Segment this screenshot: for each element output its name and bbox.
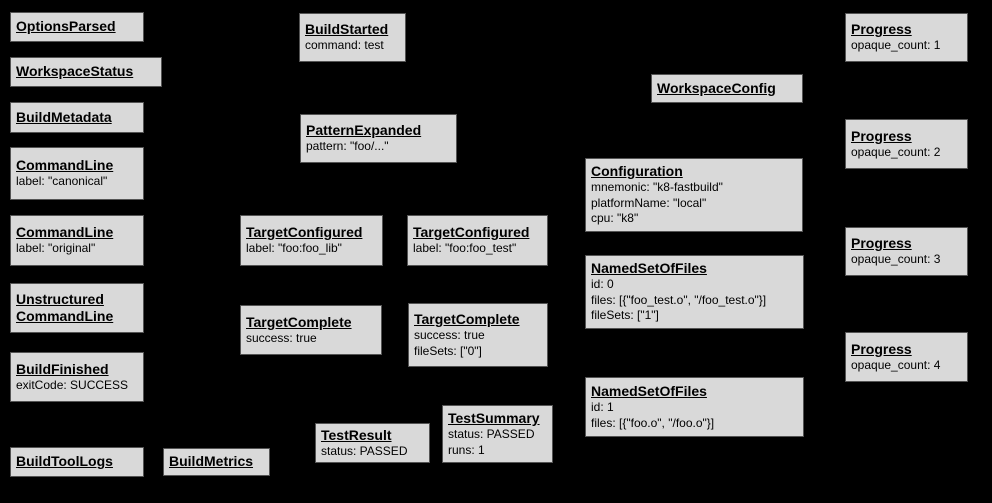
node-title: TargetConfigured bbox=[413, 224, 530, 241]
node-title: OptionsParsed bbox=[16, 18, 116, 35]
node-field: files: [{"foo.o", "/foo.o"}] bbox=[591, 415, 715, 430]
node-target-configured-foo-test: TargetConfigured label: "foo:foo_test" bbox=[407, 215, 548, 266]
node-field: id: 1 bbox=[591, 399, 614, 414]
node-title: BuildMetadata bbox=[16, 108, 112, 125]
node-title: CommandLine bbox=[16, 157, 114, 174]
node-title: NamedSetOfFiles bbox=[591, 382, 707, 399]
node-field: files: [{"foo_test.o", "/foo_test.o"}] bbox=[591, 292, 767, 307]
node-test-summary: TestSummary status: PASSED runs: 1 bbox=[442, 405, 553, 463]
node-field: mnemonic: "k8-fastbuild" bbox=[591, 180, 723, 195]
node-configuration: Configuration mnemonic: "k8-fastbuild" p… bbox=[585, 158, 803, 232]
node-workspace-config: WorkspaceConfig bbox=[651, 74, 803, 103]
node-options-parsed: OptionsParsed bbox=[10, 12, 144, 42]
node-pattern-expanded: PatternExpanded pattern: "foo/..." bbox=[300, 114, 457, 163]
node-field: label: "original" bbox=[16, 241, 96, 256]
node-target-complete-foo-lib: TargetComplete success: true bbox=[240, 305, 382, 355]
node-title: Configuration bbox=[591, 163, 683, 180]
node-title: Progress bbox=[851, 340, 912, 357]
node-title: Unstructured CommandLine bbox=[16, 290, 114, 324]
node-field: pattern: "foo/..." bbox=[306, 139, 389, 154]
node-title: TargetConfigured bbox=[246, 224, 363, 241]
node-field: fileSets: ["1"] bbox=[591, 308, 659, 323]
node-field: fileSets: ["0"] bbox=[414, 343, 482, 358]
node-title: WorkspaceConfig bbox=[657, 79, 776, 96]
node-build-metadata: BuildMetadata bbox=[10, 102, 144, 133]
node-field: status: PASSED bbox=[321, 443, 408, 458]
node-progress-1: Progress opaque_count: 1 bbox=[845, 13, 968, 62]
node-build-tool-logs: BuildToolLogs bbox=[10, 447, 144, 477]
node-workspace-status: WorkspaceStatus bbox=[10, 57, 162, 87]
node-command-line-original: CommandLine label: "original" bbox=[10, 215, 144, 266]
node-field: status: PASSED bbox=[448, 426, 535, 441]
node-build-finished: BuildFinished exitCode: SUCCESS bbox=[10, 352, 144, 402]
node-title: Progress bbox=[851, 21, 912, 38]
node-unstructured-command-line: Unstructured CommandLine bbox=[10, 283, 144, 333]
node-command-line-canonical: CommandLine label: "canonical" bbox=[10, 147, 144, 200]
node-build-started: BuildStarted command: test bbox=[299, 13, 406, 62]
node-field: exitCode: SUCCESS bbox=[16, 377, 129, 392]
node-field: id: 0 bbox=[591, 277, 614, 292]
node-named-set-of-files-0: NamedSetOfFiles id: 0 files: [{"foo_test… bbox=[585, 255, 804, 329]
node-field: opaque_count: 4 bbox=[851, 357, 941, 372]
node-title: Progress bbox=[851, 127, 912, 144]
node-progress-3: Progress opaque_count: 3 bbox=[845, 227, 968, 276]
node-test-result: TestResult status: PASSED bbox=[315, 423, 430, 463]
node-title: CommandLine bbox=[16, 224, 114, 241]
node-title: TargetComplete bbox=[246, 313, 352, 330]
node-field: opaque_count: 2 bbox=[851, 144, 941, 159]
node-title: Progress bbox=[851, 235, 912, 252]
node-field: platformName: "local" bbox=[591, 195, 707, 210]
node-title: TestSummary bbox=[448, 409, 540, 426]
node-field: opaque_count: 1 bbox=[851, 38, 941, 53]
node-field: label: "foo:foo_test" bbox=[413, 241, 517, 256]
node-title: PatternExpanded bbox=[306, 122, 422, 139]
node-progress-2: Progress opaque_count: 2 bbox=[845, 119, 968, 169]
node-title: TargetComplete bbox=[414, 310, 520, 327]
node-field: success: true bbox=[414, 327, 485, 342]
node-title: NamedSetOfFiles bbox=[591, 260, 707, 277]
node-field: cpu: "k8" bbox=[591, 211, 639, 226]
node-title: TestResult bbox=[321, 426, 392, 443]
node-field: success: true bbox=[246, 330, 317, 345]
node-target-configured-foo-lib: TargetConfigured label: "foo:foo_lib" bbox=[240, 215, 383, 266]
node-field: label: "canonical" bbox=[16, 174, 108, 189]
node-title: BuildStarted bbox=[305, 21, 389, 38]
node-named-set-of-files-1: NamedSetOfFiles id: 1 files: [{"foo.o", … bbox=[585, 377, 804, 437]
node-field: label: "foo:foo_lib" bbox=[246, 241, 342, 256]
node-target-complete-foo-test: TargetComplete success: true fileSets: [… bbox=[408, 303, 548, 367]
node-title: WorkspaceStatus bbox=[16, 63, 134, 80]
node-field: runs: 1 bbox=[448, 442, 485, 457]
node-title: BuildFinished bbox=[16, 360, 109, 377]
node-build-metrics: BuildMetrics bbox=[163, 448, 270, 476]
node-progress-4: Progress opaque_count: 4 bbox=[845, 332, 968, 382]
node-title: BuildToolLogs bbox=[16, 453, 113, 470]
node-title: BuildMetrics bbox=[169, 453, 254, 470]
node-field: opaque_count: 3 bbox=[851, 252, 941, 267]
node-field: command: test bbox=[305, 38, 384, 53]
